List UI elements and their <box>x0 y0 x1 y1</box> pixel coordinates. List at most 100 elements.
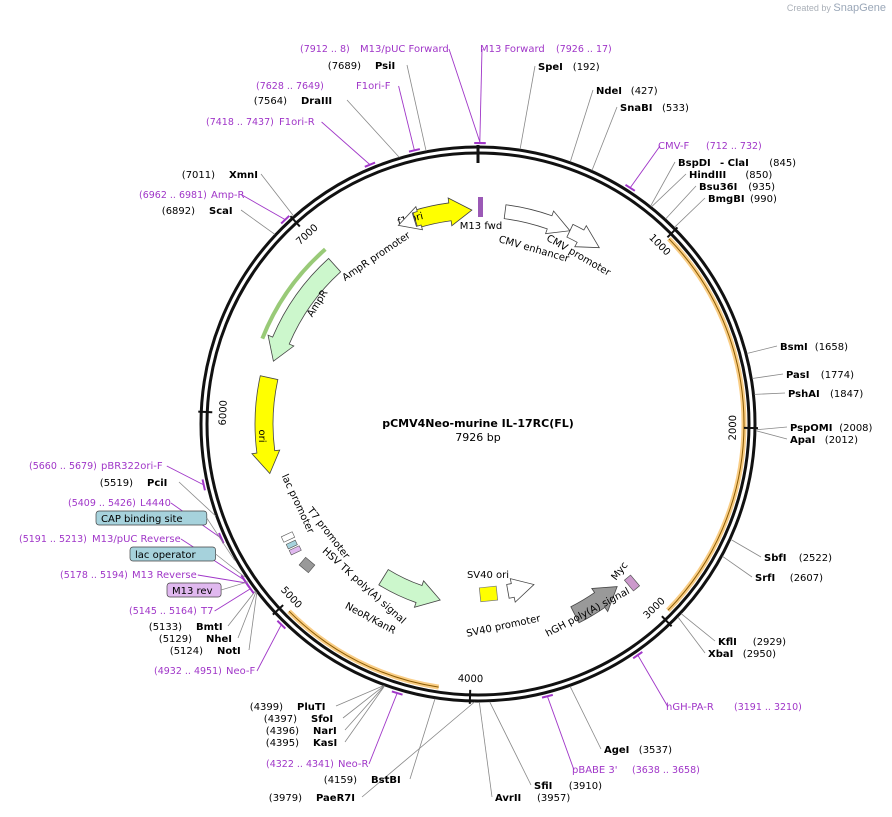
enzyme-site-kasi: (4395)KasI <box>266 685 385 749</box>
enzyme-pos-sfii: (3910) <box>569 781 602 792</box>
enzyme-name-pasi: PasI <box>786 370 809 381</box>
snapgene-logo: SnapGene <box>833 2 886 14</box>
enzyme-site-spei: SpeI(192) <box>519 62 600 150</box>
primer-name-neo-r: Neo-R <box>338 759 369 770</box>
enzyme-name-sbfi: SbfI <box>764 553 786 564</box>
enzyme-leader-nhei <box>237 591 257 639</box>
enzyme-name-agei: AgeI <box>604 745 629 756</box>
primer-name-neo-f: Neo-F <box>226 666 256 677</box>
feature-box-hsv-tk-polya <box>298 556 316 574</box>
feature-box-label-cap-binding-site: CAP binding site <box>101 514 183 525</box>
primer-f1ori-r: (7418 .. 7437)F1ori-R <box>206 117 376 168</box>
primer-leader-neo-f <box>256 624 282 672</box>
enzyme-name-bmgbi: BmgBI <box>708 194 745 205</box>
primer-leader-f1ori-f <box>398 85 415 151</box>
enzyme-name-apai: ApaI <box>790 435 815 446</box>
enzyme-pos-draiii: (7564) <box>254 96 287 107</box>
primer-pbr322ori-f: (5660 .. 5679)pBR322ori-F <box>29 461 206 491</box>
insert-arc-edge <box>667 238 745 611</box>
enzyme-site-scai: (6892)ScaI <box>162 206 276 235</box>
enzyme-name-pcii: PciI <box>147 478 167 489</box>
enzyme-site-nhei: (5129) NheI <box>159 591 257 645</box>
enzyme-name-xmni: XmnI <box>229 170 258 181</box>
feature-label-ampr-promoter: AmpR promoter <box>341 230 414 284</box>
enzyme-name-nhei: NheI <box>206 634 232 645</box>
enzyme-name-paer7i: PaeR7I <box>316 793 355 804</box>
feature-arrow-neor-kanr <box>378 569 441 608</box>
enzyme-pos-psii: (7689) <box>328 61 361 72</box>
enzyme-site-xbai: XbaI (2950) <box>677 616 776 660</box>
enzyme-name-draiii: DraIII <box>301 96 332 107</box>
primer-leader-pbr322ori-f <box>166 465 204 486</box>
enzyme-name-xbai: XbaI <box>708 649 733 660</box>
enzyme-leader-srfi <box>722 555 753 578</box>
primer-name-pbabe-3: pBABE 3' <box>572 765 618 776</box>
enzyme-name-bmti: BmtI <box>196 622 223 633</box>
primer-leader-f1ori-r <box>321 121 371 165</box>
primer-range-amp-r: (6962 .. 6981) <box>139 190 207 201</box>
feature-box-leader-cap-binding-site <box>206 517 235 561</box>
enzyme-site-ndei: NdeI(427) <box>569 86 658 162</box>
enzyme-site-sbfi: SbfI(2522) <box>730 539 832 564</box>
enzyme-site-pshai: PshAI(1847) <box>754 389 863 400</box>
enzyme-pos-xbai: (2950) <box>743 649 776 660</box>
enzyme-leader-nari <box>344 685 385 731</box>
feature-mark-lac-operator <box>285 539 298 550</box>
neo-arc-edge <box>288 610 439 688</box>
enzyme-name-pspomi: PspOMI <box>790 423 832 434</box>
enzyme-pos-agei: (3537) <box>639 745 672 756</box>
primer-mark-pbabe-3 <box>541 693 554 699</box>
enzyme-pos-pasi: (1774) <box>821 370 854 381</box>
primer-mark-l4440 <box>218 532 225 544</box>
primer-range-m13-puc-forward: (7912 .. 8) <box>300 44 350 55</box>
enzyme-site-bsu36i: Bsu36I(935) <box>665 182 775 220</box>
enzyme-leader-psii <box>406 64 427 151</box>
enzyme-name2-clai: - ClaI <box>720 158 749 169</box>
enzyme-pos-sfoi: (4397) <box>264 714 297 725</box>
enzyme-pos-snabi: (533) <box>662 103 689 114</box>
primer-leader-m13-forward <box>479 48 483 144</box>
enzyme-leader-xmni <box>260 173 294 217</box>
enzyme-pos-bspdi: (845) <box>769 158 796 169</box>
enzyme-site-pasi: PasI (1774) <box>752 370 854 381</box>
primer-range-t7: (5145 .. 5164) <box>129 606 197 617</box>
feature-arrow-ampr <box>267 257 342 362</box>
enzyme-leader-agei <box>569 686 602 750</box>
primer-leader-pbabe-3 <box>546 696 575 771</box>
feature-arrow-ampr-promoter <box>397 205 424 231</box>
enzyme-pos-hindiii: (850) <box>745 170 772 181</box>
snapgene-credit: Created by SnapGene <box>787 2 886 14</box>
enzyme-leader-sfii <box>489 701 532 786</box>
primer-range-m13-puc-reverse: (5191 .. 5213) <box>19 534 87 545</box>
primer-pbabe-3: pBABE 3'(3638 .. 3658) <box>541 693 700 776</box>
enzyme-site-pluti: (4399)PluTI <box>250 685 384 713</box>
feature-box-m13-rev: M13 rev <box>166 581 249 598</box>
enzyme-leader-sbfi <box>730 539 762 558</box>
primer-name-cmv-f: CMV-F <box>658 141 689 152</box>
primer-range-pbr322ori-f: (5660 .. 5679) <box>29 461 97 472</box>
feature-label-sv40-promoter: SV40 promoter <box>465 613 542 640</box>
feature-label-hgh-poly-a-signal: hGH poly(A) signal <box>544 586 632 640</box>
primer-m13-puc-forward: (7912 .. 8)M13/pUC Forward <box>300 44 486 145</box>
enzyme-pos-nhei: (5129) <box>159 634 192 645</box>
enzyme-site-pcii: (5519)PciI <box>100 478 216 517</box>
primer-range-l4440: (5409 .. 5426) <box>68 498 136 509</box>
primer-range-m13-forward: (7926 .. 17) <box>556 44 612 55</box>
primer-range-neo-f: (4932 .. 4951) <box>154 666 222 677</box>
primer-mark-cmv-f <box>624 183 636 192</box>
enzyme-name-noti: NotI <box>217 646 241 657</box>
enzyme-name-spei: SpeI <box>538 62 563 73</box>
primer-leader-m13-puc-forward <box>448 48 481 144</box>
enzyme-leader-snabi <box>591 106 618 171</box>
enzyme-site-nari: (4396)NarI <box>266 685 385 737</box>
primer-leader-neo-r <box>368 692 398 765</box>
enzyme-leader-pluti <box>335 685 384 707</box>
enzyme-pos-pspomi: (2008) <box>839 423 872 434</box>
primer-amp-r: (6962 .. 6981)Amp-R <box>139 190 290 225</box>
primer-range-m13-reverse: (5178 .. 5194) <box>60 570 128 581</box>
primer-cmv-f: CMV-F(712 .. 732) <box>624 141 762 192</box>
enzyme-pos-kasi: (4395) <box>266 738 299 749</box>
tick-mark-6000 <box>198 410 213 414</box>
